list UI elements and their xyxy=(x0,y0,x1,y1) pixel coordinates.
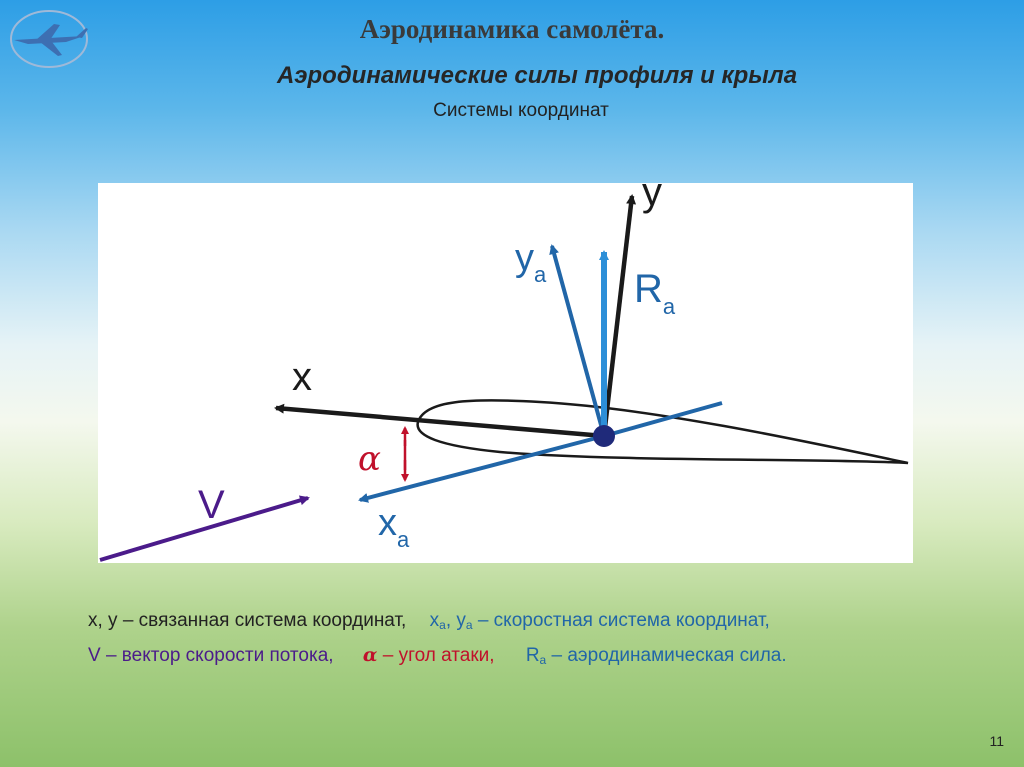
legend-body-axes: x, y – связанная система координат, xyxy=(88,610,407,631)
y-axis-arrow xyxy=(601,194,637,437)
ya-axis-label: ya xyxy=(515,237,547,287)
legend-aero-force: Ra – аэродинамическая сила. xyxy=(525,645,787,667)
legend-flow-vector: V – вектор скорости потока, xyxy=(88,645,334,666)
legend-line-2: V – вектор скорости потока, α – угол ата… xyxy=(88,640,787,675)
page-number: 11 xyxy=(989,733,1004,749)
legend-angle-of-attack: α – угол атаки, xyxy=(362,644,495,666)
y-axis-label: y xyxy=(642,170,662,214)
x-axis-arrow xyxy=(274,403,605,439)
diagram-panel xyxy=(98,183,913,563)
v-vector-label: V xyxy=(198,483,225,527)
airfoil-profile xyxy=(416,399,909,465)
page-subtitle: Аэродинамические силы профиля и крыла xyxy=(276,62,798,89)
ra-force-label: Ra xyxy=(634,267,676,319)
xa-axis-label: xa xyxy=(378,502,410,552)
alpha-label: α xyxy=(358,439,381,479)
origin-point xyxy=(593,425,615,447)
xa-axis-extension xyxy=(603,401,723,438)
xa-axis-arrow xyxy=(358,434,605,503)
legend-line-1: x, y – связанная система координат, xa, … xyxy=(88,606,787,640)
page-title: Аэродинамика самолёта. xyxy=(359,14,665,44)
airplane-logo xyxy=(10,10,88,68)
legend: x, y – связанная система координат, xa, … xyxy=(88,606,787,675)
v-flow-arrow xyxy=(99,495,310,562)
x-axis-label: x xyxy=(292,355,312,399)
ya-axis-arrow xyxy=(549,244,606,437)
legend-velocity-axes: xa, ya – скоростная система координат, xyxy=(429,610,770,632)
section-title: Системы координат xyxy=(433,100,609,121)
